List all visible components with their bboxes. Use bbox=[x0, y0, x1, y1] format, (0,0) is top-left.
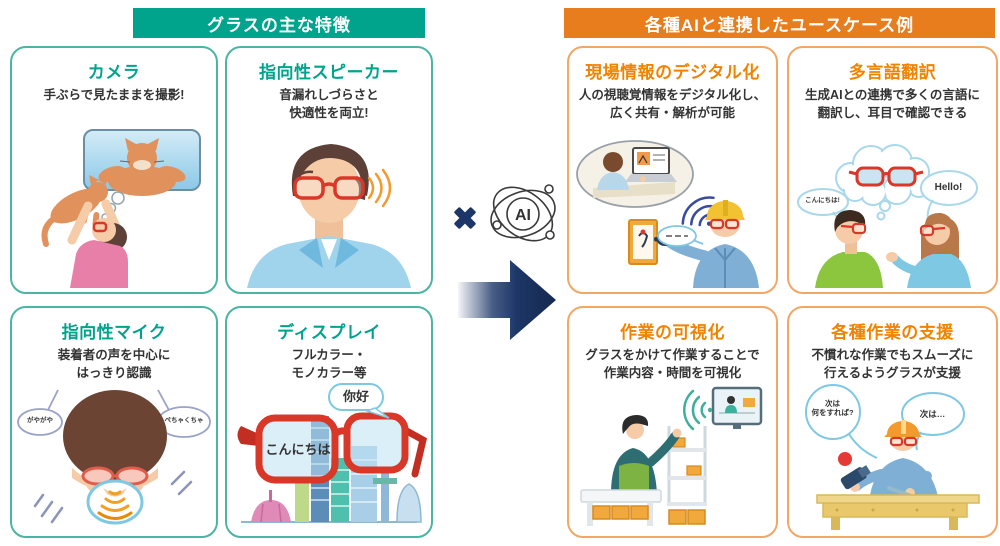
woman-blue-shirt bbox=[885, 212, 971, 288]
ai-label: AI bbox=[515, 207, 531, 224]
translation-illustration: こんにちは! Hello! bbox=[793, 138, 993, 288]
sound-wave-icon bbox=[367, 168, 392, 208]
display-bubble-text: 你好 bbox=[342, 389, 369, 404]
mic-bubble-right-text: ぺちゃくちゃ bbox=[164, 417, 204, 424]
camera-illustration-svg bbox=[41, 129, 201, 288]
speech-bubble-left bbox=[796, 188, 849, 216]
glasses-icon bbox=[889, 436, 917, 447]
card-title: 各種作業の支援 bbox=[831, 323, 954, 342]
speaker-illustration bbox=[229, 138, 429, 288]
card-desc: 生成AIとの連携で多くの言語に 翻訳し、耳目で確認できる bbox=[805, 88, 980, 121]
card-desc: グラスをかけて作業することで 作業内容・時間を可視化 bbox=[585, 348, 760, 381]
support-illustration: 次は 何をすれば? 次は… bbox=[793, 382, 993, 532]
glasses-icon bbox=[293, 176, 365, 200]
card-title: 多言語翻訳 bbox=[848, 63, 937, 82]
usecase-card-translation: 多言語翻訳 生成AIとの連携で多くの言語に 翻訳し、耳目で確認できる bbox=[787, 46, 998, 294]
left-section-header: グラスの主な特徴 bbox=[133, 8, 425, 38]
glasses-icon bbox=[919, 224, 934, 237]
feature-card-camera: カメラ 手ぶらで見たままを撮影! bbox=[10, 46, 218, 294]
worker-with-apron bbox=[610, 415, 681, 494]
visualization-illustration bbox=[573, 382, 773, 532]
feature-card-speaker: 指向性スピーカー 音漏れしづらさと 快適性を両立! bbox=[225, 46, 433, 294]
card-desc: 手ぶらで見たままを撮影! bbox=[43, 88, 185, 102]
monitor bbox=[711, 386, 762, 429]
speech-bubble-left bbox=[804, 384, 861, 440]
digitalization-illustration bbox=[573, 138, 773, 288]
small-speech-bubble bbox=[656, 225, 703, 247]
translation-bubble-left-text: こんにちは! bbox=[805, 197, 840, 204]
glasses-icon bbox=[851, 222, 866, 235]
card-title: 指向性マイク bbox=[61, 323, 167, 342]
arrow-right-icon bbox=[458, 260, 558, 340]
photo-frame bbox=[83, 129, 201, 196]
translation-bubble-right-text: Hello! bbox=[934, 182, 963, 193]
glasses-icon bbox=[92, 221, 108, 233]
usecase-card-digitalization: 現場情報のデジタル化 人の視聴覚情報をデジタル化し、 広く共有・解析が可能 bbox=[567, 46, 778, 294]
workbench bbox=[821, 502, 968, 530]
visualization-illustration-svg bbox=[579, 386, 762, 526]
card-title: 指向性スピーカー bbox=[259, 63, 399, 82]
man-green-shirt bbox=[814, 210, 883, 288]
noise-marks bbox=[33, 470, 193, 524]
support-illustration-svg bbox=[804, 384, 980, 530]
speech-bubble bbox=[328, 383, 390, 419]
speech-bubble-right bbox=[919, 170, 978, 206]
right-section-header: 各種AIと連携したユースケース例 bbox=[564, 8, 995, 38]
speech-bubble-left bbox=[17, 408, 63, 436]
card-desc: 不慣れな作業でもスムーズに 行えるようグラスが支援 bbox=[811, 348, 974, 381]
speaker-illustration-svg bbox=[247, 144, 411, 288]
thought-cloud bbox=[834, 144, 931, 221]
wall-poster bbox=[627, 219, 658, 265]
speech-bubble-right bbox=[900, 392, 965, 436]
glasses-icon bbox=[709, 218, 739, 230]
camera-illustration bbox=[14, 128, 214, 288]
display-illustration-svg bbox=[237, 383, 428, 523]
digitalization-illustration-svg bbox=[575, 140, 759, 288]
wifi-icon bbox=[682, 389, 712, 431]
usecase-card-support: 各種作業の支援 不慣れな作業でもスムーズに 行えるようグラスが支援 bbox=[787, 306, 998, 538]
glasses-icon bbox=[848, 166, 923, 187]
feature-card-mic: 指向性マイク 装着者の声を中心に はっきり認識 bbox=[10, 306, 218, 538]
rack-shelving bbox=[666, 426, 707, 506]
man-bust bbox=[247, 144, 411, 288]
support-bubble-right-text: 次は… bbox=[919, 409, 946, 419]
display-illustration: 你好 こんにちは bbox=[229, 382, 429, 532]
counter-and-boxes bbox=[579, 489, 706, 526]
multiply-icon bbox=[452, 205, 478, 231]
woman-head-down bbox=[63, 390, 167, 525]
glasses-icon bbox=[81, 466, 149, 486]
card-title: ディスプレイ bbox=[277, 323, 381, 342]
card-desc: フルカラー・ モノカラー等 bbox=[291, 348, 367, 381]
display-lens-text: こんにちは bbox=[265, 442, 331, 457]
card-desc: 音漏れしづらさと 快適性を両立! bbox=[279, 88, 379, 121]
card-title: カメラ bbox=[87, 63, 141, 82]
card-title: 現場情報のデジタル化 bbox=[585, 63, 760, 82]
mic-illustration: がやがや ぺちゃくちゃ bbox=[14, 382, 214, 532]
voice-wave-icon bbox=[97, 490, 133, 520]
site-worker bbox=[653, 200, 759, 288]
remote-viewer-scene bbox=[575, 140, 694, 208]
card-desc: 装着者の声を中心に はっきり認識 bbox=[57, 348, 171, 381]
person-looking-up bbox=[67, 199, 128, 288]
power-tool bbox=[840, 465, 871, 490]
red-glasses-frame bbox=[237, 412, 428, 484]
mic-illustration-svg bbox=[17, 389, 211, 525]
translation-illustration-svg bbox=[796, 144, 978, 288]
card-desc: 人の視聴覚情報をデジタル化し、 広く共有・解析が可能 bbox=[578, 88, 767, 121]
support-bubble-left-text: 次は 何をすれば? bbox=[811, 399, 854, 417]
usecase-card-visualization: 作業の可視化 グラスをかけて作業することで 作業内容・時間を可視化 bbox=[567, 306, 778, 538]
ai-atom-icon: AI bbox=[486, 176, 560, 252]
mic-bubble-left-text: がやがや bbox=[27, 417, 53, 424]
card-title: 作業の可視化 bbox=[620, 323, 725, 342]
feature-card-display: ディスプレイ フルカラー・ モノカラー等 bbox=[225, 306, 433, 538]
